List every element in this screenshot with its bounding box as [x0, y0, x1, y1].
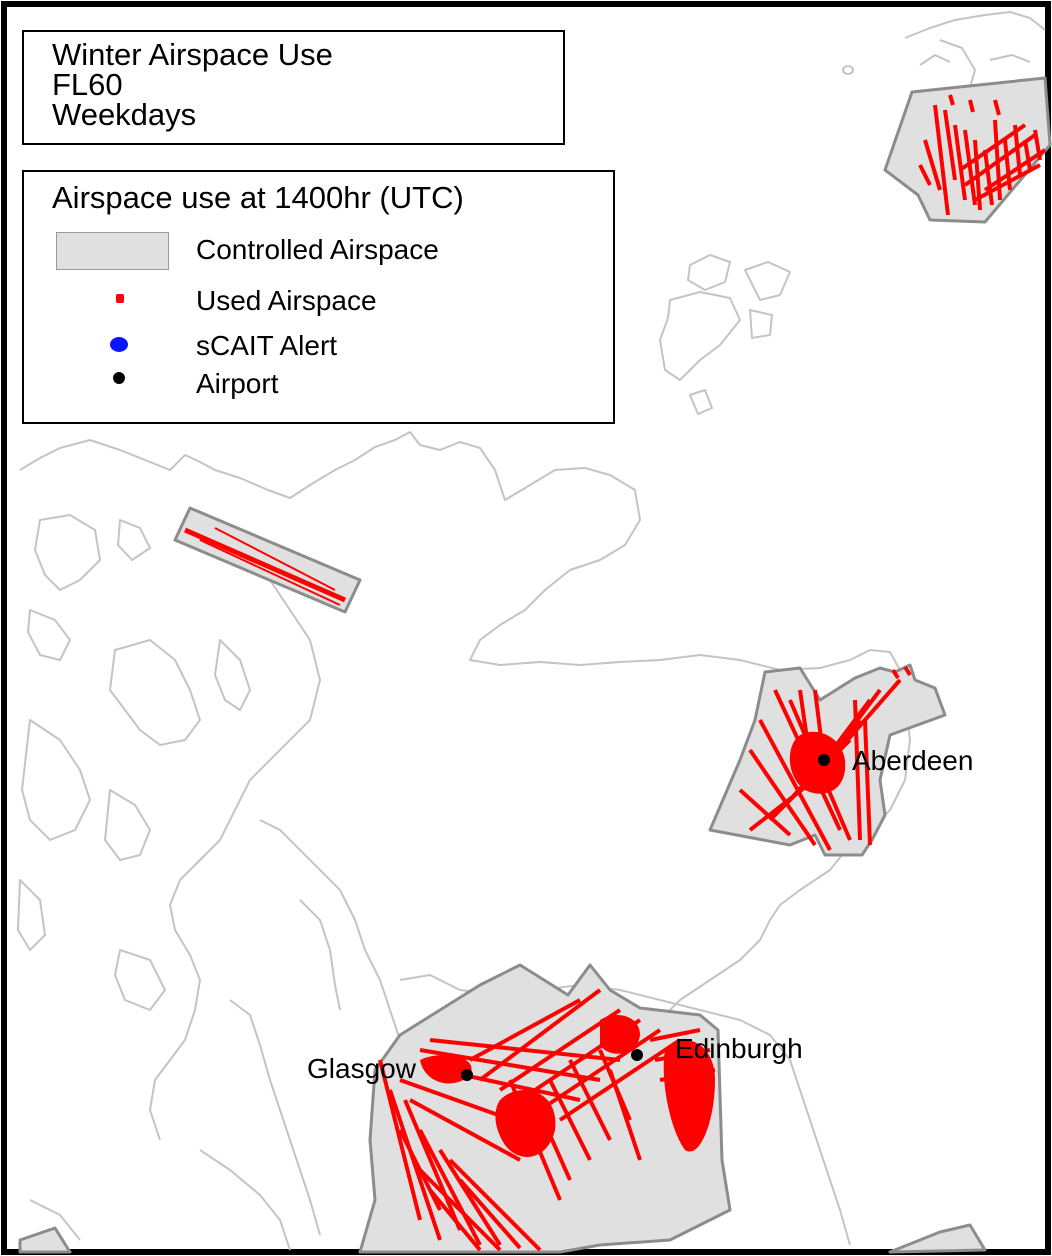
controlled-airspace-southwest [18, 1226, 72, 1254]
map-title-box: Winter Airspace Use FL60 Weekdays [22, 30, 565, 145]
legend-label-airport: Airport [196, 368, 279, 399]
airport-label-glasgow: Glasgow [307, 1053, 416, 1084]
legend-label-scait-alert: sCAIT Alert [196, 330, 338, 361]
legend-label-used-airspace: Used Airspace [196, 285, 377, 316]
legend-label-controlled-airspace: Controlled Airspace [196, 234, 439, 265]
legend-swatch-airport [113, 372, 125, 384]
legend-swatch-controlled-airspace [56, 232, 169, 270]
map-title-line-2: FL60 [52, 67, 123, 102]
airport-label-edinburgh: Edinburgh [675, 1033, 803, 1064]
map-title-line-3: Weekdays [52, 97, 197, 132]
airport-dot-glasgow [461, 1069, 473, 1081]
legend: Airspace use at 1400hr (UTC) Controlled … [22, 170, 615, 424]
airport-dot-aberdeen [818, 754, 830, 766]
controlled-airspace-southeast [888, 1223, 987, 1254]
used-airspace-layer [183, 94, 1047, 1252]
map-title-line-1: Winter Airspace Use [52, 37, 333, 72]
legend-swatch-scait-alert [110, 337, 128, 352]
airport-dot-edinburgh [631, 1049, 643, 1061]
airport-label-aberdeen: Aberdeen [852, 745, 974, 776]
legend-swatch-used-airspace [116, 294, 124, 303]
airport-layer [461, 754, 830, 1081]
legend-title: Airspace use at 1400hr (UTC) [52, 180, 464, 215]
